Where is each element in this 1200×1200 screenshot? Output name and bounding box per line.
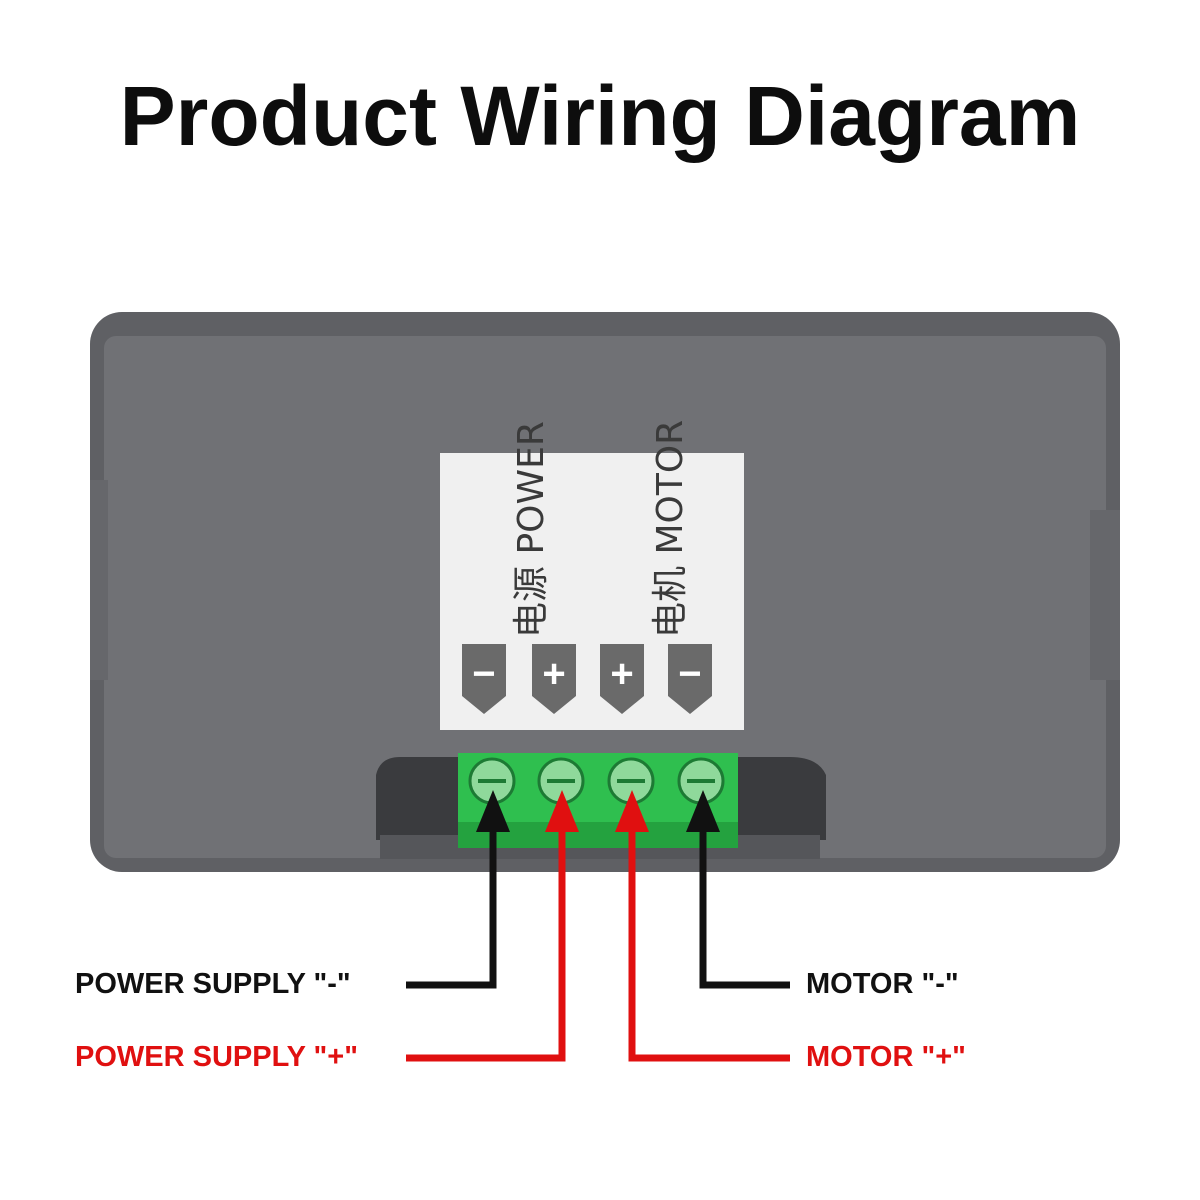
power-label: 电源 POWER [511, 421, 552, 638]
terminal-glyph-1: − [472, 652, 496, 696]
wire-motor-negative [686, 790, 790, 989]
terminal-symbol-power-positive [532, 644, 576, 714]
terminal-symbol-power-negative [462, 644, 506, 714]
wire-motor-positive [615, 790, 790, 1062]
label-motor-negative: MOTOR "-" [806, 968, 959, 1000]
housing-side-clip-right [1090, 510, 1120, 680]
label-motor-positive: MOTOR "+" [806, 1041, 966, 1073]
wire-power-negative [406, 790, 510, 989]
housing-side-clip-left [90, 480, 108, 680]
wire-power-positive [406, 790, 579, 1062]
label-power-supply-positive: POWER SUPPLY "+" [75, 1041, 358, 1073]
page-title: Product Wiring Diagram [119, 69, 1081, 163]
motor-label: 电机 MOTOR [650, 419, 691, 638]
terminal-glyph-4: − [678, 652, 702, 696]
screw-4 [677, 757, 725, 805]
label-power-supply-negative: POWER SUPPLY "-" [75, 968, 351, 1000]
terminal-glyph-2: + [542, 652, 566, 696]
terminal-symbol-motor-positive [600, 644, 644, 714]
terminal-glyph-3: + [610, 652, 634, 696]
terminal-symbol-motor-negative [668, 644, 712, 714]
